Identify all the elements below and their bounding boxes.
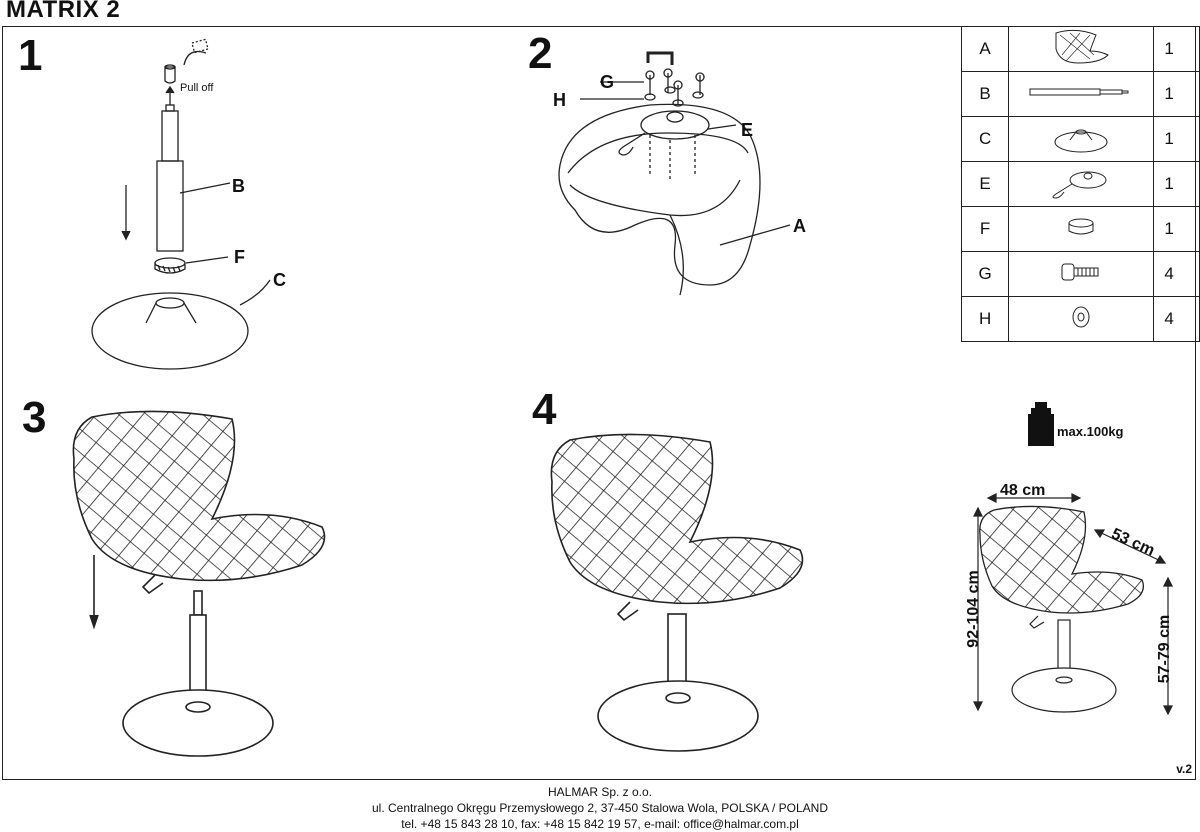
part-qty: 1 (1153, 116, 1200, 162)
dim-seat-height: 57-79 cm (1156, 614, 1173, 684)
parts-row: H 4 (960, 296, 1200, 342)
parts-row: A 1 (960, 26, 1200, 72)
footer-contact: tel. +48 15 843 28 10, fax: +48 15 842 1… (401, 817, 799, 831)
dim-total-height: 92-104 cm (965, 570, 982, 648)
step3-illustration (72, 410, 326, 757)
footer-address: ul. Centralnego Okręgu Przemysłowego 2, … (371, 801, 828, 815)
pull-off-curve (183, 50, 207, 66)
version-label: v.2 (1176, 762, 1192, 776)
washer-icon (1008, 296, 1155, 342)
step-number-3: 3 (22, 393, 47, 442)
dimension-illustration (973, 493, 1173, 716)
max-value: 100kg (1086, 424, 1124, 439)
label-h: H (553, 90, 566, 110)
seat-shell-icon (1008, 26, 1155, 72)
label-b: B (232, 176, 245, 196)
page-title: MATRIX 2 (6, 0, 121, 23)
part-qty: 1 (1153, 71, 1200, 117)
step2-illustration (558, 51, 791, 296)
parts-row: C 1 (960, 116, 1200, 162)
parts-table: A 1 B 1 C 1 E 1 F 1 G 4 (960, 26, 1200, 342)
parts-row: E 1 (960, 161, 1200, 207)
part-letter: B (960, 71, 1010, 117)
label-c: C (273, 270, 286, 290)
part-letter: C (960, 116, 1010, 162)
parts-row: F 1 (960, 206, 1200, 252)
part-qty: 1 (1153, 206, 1200, 252)
step1-illustration (91, 38, 271, 370)
ring-cover-icon (1008, 206, 1155, 252)
step-number-4: 4 (532, 385, 557, 434)
step4-illustration (550, 433, 804, 752)
bolt-icon (1008, 251, 1155, 297)
label-g: G (600, 72, 615, 92)
part-letter: H (960, 296, 1010, 342)
step-number-1: 1 (18, 31, 43, 80)
label-f: F (234, 247, 245, 267)
dim-width: 48 cm (1000, 482, 1046, 499)
part-letter: A (960, 26, 1010, 72)
parts-row: G 4 (960, 251, 1200, 297)
instruction-frame (2, 26, 1196, 780)
max-prefix: max. (1057, 424, 1087, 439)
part-qty: 1 (1153, 26, 1200, 72)
weight-icon (1028, 402, 1054, 446)
parts-row: B 1 (960, 71, 1200, 117)
gas-lift-icon (1008, 71, 1155, 117)
part-qty: 4 (1153, 251, 1200, 297)
part-letter: E (960, 161, 1010, 207)
step-number-2: 2 (528, 29, 553, 78)
part-qty: 1 (1153, 161, 1200, 207)
part-letter: F (960, 206, 1010, 252)
footer-company: HALMAR Sp. z o.o. (547, 785, 653, 799)
max-load-label: max.100kg (1057, 424, 1124, 439)
part-letter: G (960, 251, 1010, 297)
base-plate-icon (1008, 116, 1155, 162)
pull-off-note: Pull off (180, 82, 214, 94)
part-qty: 4 (1153, 296, 1200, 342)
mechanism-plate-icon (1008, 161, 1155, 207)
label-e: E (741, 120, 754, 140)
label-a: A (793, 216, 806, 236)
